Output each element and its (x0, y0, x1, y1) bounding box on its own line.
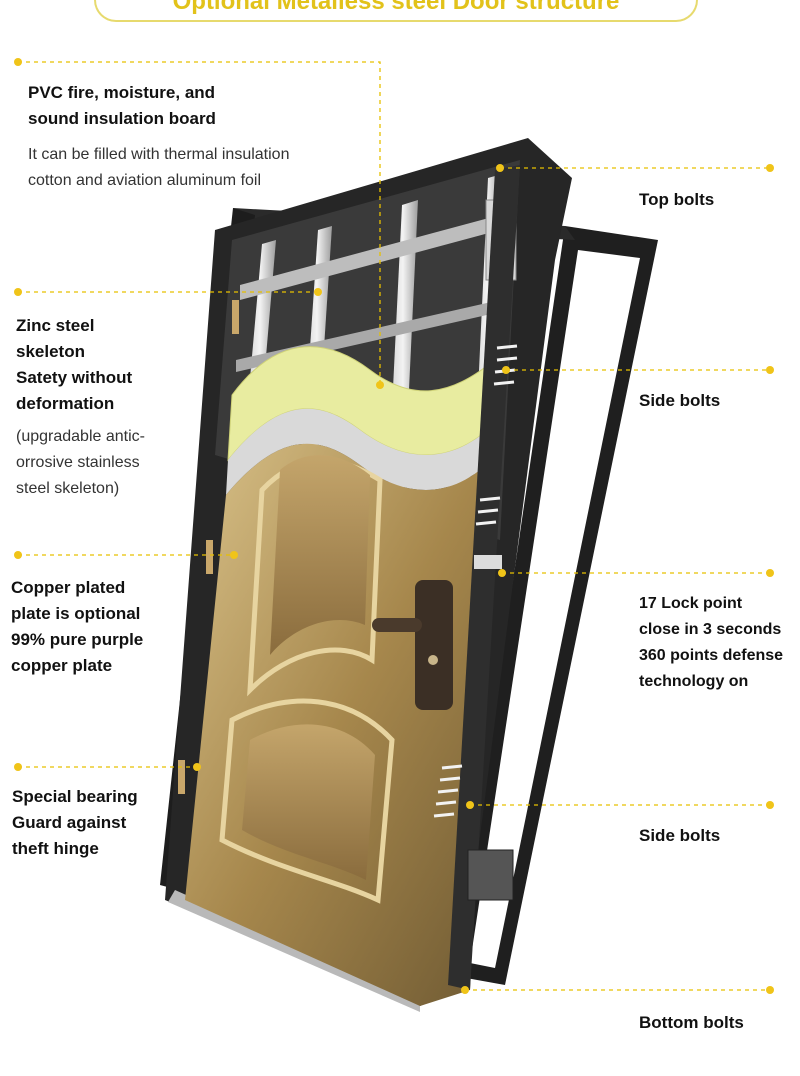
zinc-skeleton-detail-3: steel skeleton) (16, 480, 120, 497)
callout-dots (14, 58, 774, 994)
page-title: Optional Metalless steel Door structure (172, 0, 620, 15)
pvc-board-title-1: PVC fire, moisture, and (28, 83, 216, 102)
foil-layer (226, 408, 498, 495)
lock-edge-bolts (433, 165, 520, 990)
pvc-board-title-2: sound insulation board (28, 109, 216, 128)
hinge-title-1: Special bearing (12, 787, 138, 806)
lock-point-title-3: 360 points defense (639, 647, 784, 664)
callout-lines (18, 61, 770, 991)
zinc-skeleton-title-2: skeleton (16, 342, 85, 361)
side-bolts-upper-label: Side bolts (639, 391, 721, 410)
title-banner: Optional Metalless steel Door structure (94, 0, 698, 22)
copper-plate-title-1: Copper plated (11, 578, 126, 597)
pvc-board-detail-2: cotton and aviation aluminum foil (28, 172, 262, 189)
lock-handle (372, 580, 453, 710)
side-bolts-lower-label: Side bolts (639, 826, 721, 845)
zinc-skeleton-detail-1: (upgradable antic- (16, 428, 145, 445)
hinge-title-3: theft hinge (12, 839, 99, 858)
lock-point-title-1: 17 Lock point (639, 595, 743, 612)
top-bolts-label: Top bolts (639, 190, 715, 209)
zinc-skeleton-title-1: Zinc steel (16, 316, 95, 335)
hinge-title-2: Guard against (12, 813, 127, 832)
zinc-skeleton-title-3: Satety without (16, 368, 133, 387)
copper-plate-title-3: 99% pure purple (11, 630, 144, 649)
zinc-skeleton-detail-2: orrosive stainless (16, 454, 140, 471)
zinc-skeleton-title-4: deformation (16, 394, 115, 413)
bottom-bolts-label: Bottom bolts (639, 1013, 744, 1032)
hinges (178, 300, 239, 794)
lock-point-title-4: technology on (639, 673, 749, 690)
pvc-board-detail-1: It can be filled with thermal insulation (28, 146, 290, 163)
lock-point-title-2: close in 3 seconds (639, 621, 782, 638)
copper-plate-title-2: plate is optional (11, 604, 141, 623)
copper-plate-title-4: copper plate (11, 656, 113, 675)
